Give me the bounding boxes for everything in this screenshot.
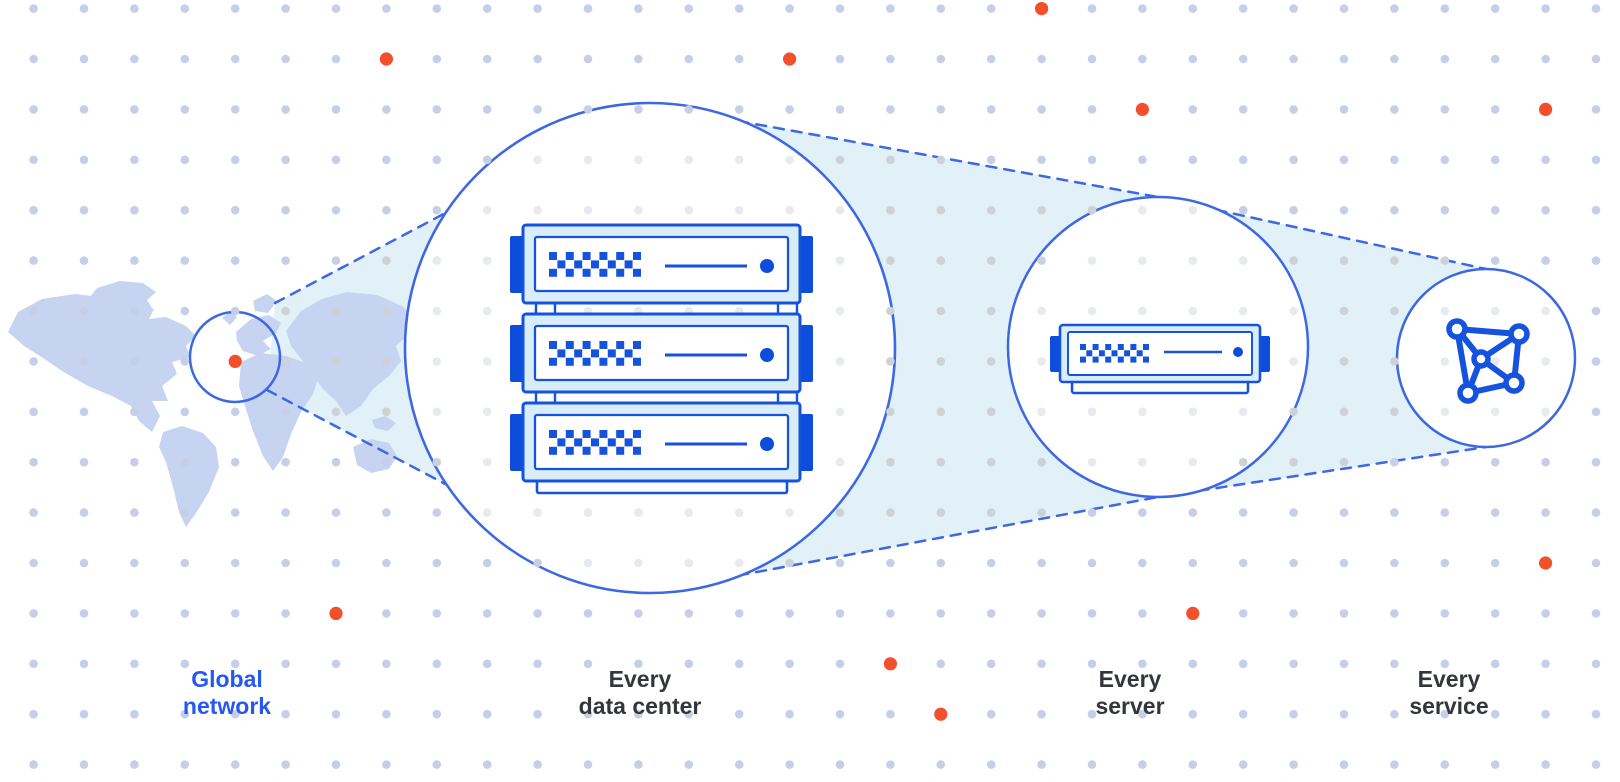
label-line: Every bbox=[1098, 666, 1162, 692]
label-every-service: Every service bbox=[1409, 666, 1488, 720]
label-line: Every bbox=[608, 666, 672, 692]
dashed-line-top-right bbox=[648, 103, 1488, 271]
graph-node bbox=[1503, 372, 1525, 394]
label-every-data-center: Every data center bbox=[579, 666, 702, 720]
graph-node bbox=[1471, 349, 1491, 369]
graph-node bbox=[1508, 323, 1530, 345]
label-line: data center bbox=[578, 693, 702, 719]
world-map-icon bbox=[8, 281, 417, 527]
dashed-line-bottom-right bbox=[648, 445, 1488, 594]
label-global-network: Global network bbox=[183, 666, 271, 720]
label-line: service bbox=[1409, 693, 1489, 719]
label-line: network bbox=[182, 693, 272, 719]
label-every-server: Every server bbox=[1095, 666, 1164, 720]
server-icon bbox=[1050, 323, 1270, 395]
graph-node bbox=[1457, 382, 1479, 404]
server-rack-icon bbox=[510, 223, 813, 495]
label-line: server bbox=[1095, 693, 1165, 719]
network-graph-icon bbox=[1446, 318, 1530, 404]
graph-node bbox=[1446, 318, 1468, 340]
label-line: Global bbox=[191, 666, 263, 692]
label-line: Every bbox=[1417, 666, 1481, 692]
